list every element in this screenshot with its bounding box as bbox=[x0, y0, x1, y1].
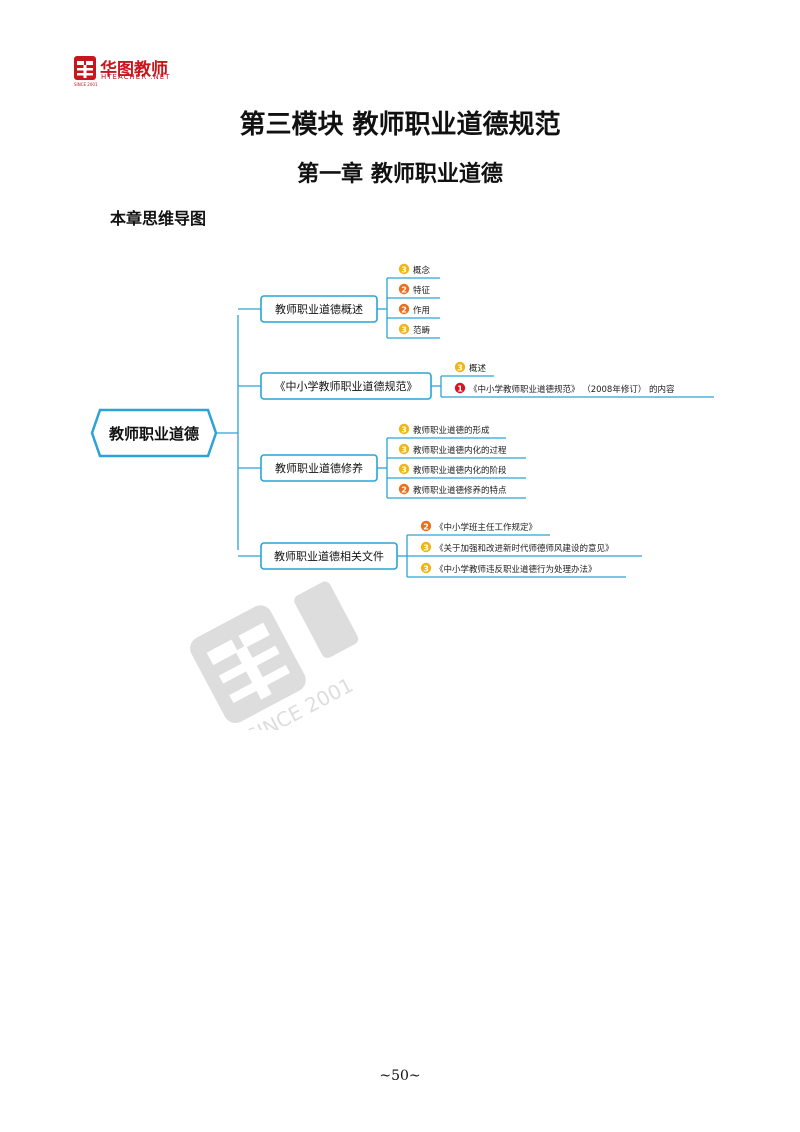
priority-badge-number: 2 bbox=[401, 305, 407, 314]
branch-cultivation: 教师职业道德修养 bbox=[260, 454, 378, 482]
leaf-label: 教师职业道德的形成 bbox=[413, 425, 490, 436]
priority-badge bbox=[420, 520, 432, 532]
mind-map-leaves: 3 概念 2 特征 2 作用 3 范畴 3 概述 1 《中小学教师职业道德规范》 （2008年修订） … bbox=[398, 263, 675, 575]
mind-map-connectors bbox=[216, 277, 714, 578]
branch-code-of-conduct: 《中小学教师职业道德规范》 bbox=[260, 372, 432, 400]
mind-map-leaf: 3 《中小学教师违反职业道德行为处理办法》 bbox=[420, 562, 597, 575]
brand-since: SINCE 2001 bbox=[74, 82, 98, 87]
branch-overview: 教师职业道德概述 bbox=[260, 295, 378, 323]
branch-label: 教师职业道德概述 bbox=[275, 302, 363, 316]
branch-label: 教师职业道德修养 bbox=[275, 461, 363, 475]
leaf-label: 概念 bbox=[413, 265, 431, 276]
priority-badge bbox=[398, 483, 410, 495]
priority-badge-number: 3 bbox=[423, 564, 429, 573]
leaf-label: 作用 bbox=[413, 305, 430, 316]
priority-badge-number: 3 bbox=[457, 363, 463, 372]
mind-map-root: 教师职业道德 bbox=[90, 408, 218, 458]
brand-logo-icon bbox=[74, 56, 96, 80]
priority-badge bbox=[420, 562, 432, 574]
mind-map-leaf: 1 《中小学教师职业道德规范》 （2008年修订） 的内容 bbox=[454, 382, 675, 395]
priority-badge bbox=[398, 283, 410, 295]
leaf-label: 《关于加强和改进新时代师德师风建设的意见》 bbox=[435, 543, 614, 554]
priority-badge bbox=[454, 361, 466, 373]
mind-map-leaf: 2 特征 bbox=[398, 283, 431, 296]
section-heading: 本章思维导图 bbox=[110, 209, 207, 228]
mind-map-leaf: 2 教师职业道德修养的特点 bbox=[398, 483, 507, 496]
brand-logo: 华图教师 HTEACHER .NET SINCE 2001 bbox=[74, 56, 194, 87]
priority-badge-number: 3 bbox=[401, 265, 407, 274]
priority-badge bbox=[398, 263, 410, 275]
priority-badge bbox=[420, 541, 432, 553]
mind-map-leaf: 3 范畴 bbox=[398, 323, 431, 336]
priority-badge-number: 3 bbox=[423, 543, 429, 552]
priority-badge bbox=[398, 443, 410, 455]
leaf-label: 概述 bbox=[469, 363, 487, 374]
priority-badge bbox=[398, 303, 410, 315]
priority-badge bbox=[398, 463, 410, 475]
mind-map-leaf: 3 概述 bbox=[454, 361, 487, 374]
leaf-label: 范畴 bbox=[413, 325, 431, 336]
mind-map-leaf: 3 教师职业道德内化的过程 bbox=[398, 443, 507, 456]
branch-label: 《中小学教师职业道德规范》 bbox=[275, 379, 418, 393]
priority-badge-number: 3 bbox=[401, 465, 407, 474]
mind-map-leaf: 3 《关于加强和改进新时代师德师风建设的意见》 bbox=[420, 541, 614, 554]
leaf-label: 《中小学班主任工作规定》 bbox=[435, 522, 537, 533]
priority-badge-number: 2 bbox=[401, 485, 407, 494]
priority-badge-number: 3 bbox=[401, 445, 407, 454]
leaf-label: 教师职业道德修养的特点 bbox=[413, 485, 507, 496]
mind-map-leaf: 3 教师职业道德的形成 bbox=[398, 423, 490, 436]
leaf-label: 《中小学教师职业道德规范》 （2008年修订） 的内容 bbox=[469, 384, 675, 395]
priority-badge-number: 2 bbox=[401, 285, 407, 294]
module-title: 第三模块 教师职业道德规范 bbox=[239, 110, 561, 140]
priority-badge-number: 3 bbox=[401, 425, 407, 434]
priority-badge bbox=[454, 382, 466, 394]
mind-map-leaf: 3 教师职业道德内化的阶段 bbox=[398, 463, 507, 476]
leaf-label: 教师职业道德内化的过程 bbox=[413, 445, 507, 456]
brand-name-cn: 华图教师 bbox=[100, 60, 168, 80]
priority-badge-number: 3 bbox=[401, 325, 407, 334]
brand-name-en: HTEACHER .NET bbox=[101, 73, 171, 81]
priority-badge bbox=[398, 323, 410, 335]
leaf-label: 教师职业道德内化的阶段 bbox=[413, 465, 507, 476]
branch-documents: 教师职业道德相关文件 bbox=[260, 542, 398, 570]
root-label: 教师职业道德 bbox=[108, 425, 199, 443]
leaf-label: 《中小学教师违反职业道德行为处理办法》 bbox=[435, 564, 597, 575]
priority-badge bbox=[398, 423, 410, 435]
mind-map-leaf: 2 作用 bbox=[398, 303, 430, 316]
priority-badge-number: 2 bbox=[423, 522, 429, 531]
mind-map-leaf: 3 概念 bbox=[398, 263, 431, 276]
page-number: ~50~ bbox=[379, 1068, 421, 1084]
branch-label: 教师职业道德相关文件 bbox=[274, 549, 384, 563]
leaf-label: 特征 bbox=[413, 285, 431, 296]
chapter-title: 第一章 教师职业道德 bbox=[297, 161, 503, 187]
priority-badge-number: 1 bbox=[457, 384, 463, 393]
mind-map-leaf: 2 《中小学班主任工作规定》 bbox=[420, 520, 537, 533]
